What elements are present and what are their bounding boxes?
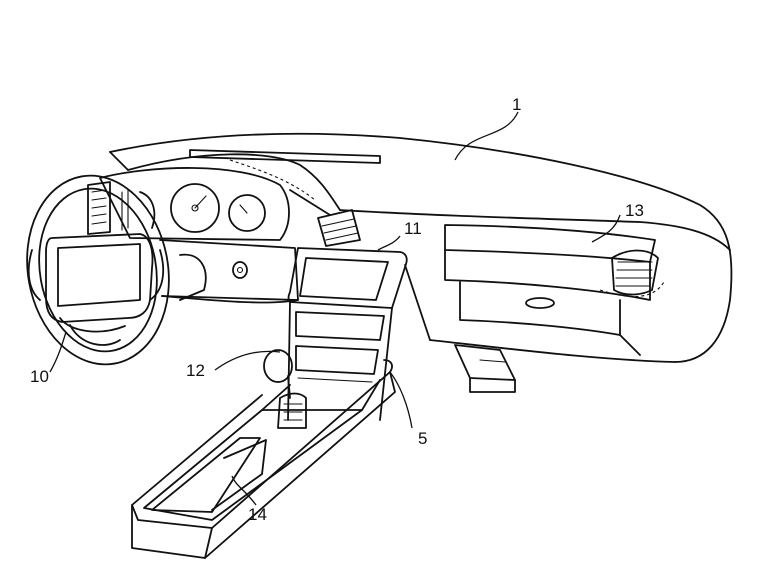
ref-numeral-dashboard: 1 (512, 95, 521, 114)
center-stack (287, 247, 408, 421)
console-tray-outline (151, 437, 261, 513)
lower-dash-panel (159, 239, 299, 304)
shift-boot (277, 392, 307, 429)
dash-bracket (454, 344, 516, 393)
center-air-vent (317, 209, 361, 247)
dashboard-body (109, 132, 733, 363)
right-air-vent (599, 249, 666, 298)
display-screen (299, 257, 389, 301)
reference-numerals: 1 5 10 11 12 13 14 (30, 95, 644, 524)
ref-numeral-transmission-tunnel: 5 (418, 429, 427, 448)
steering-wheel (26, 174, 170, 366)
tachometer-gauge (228, 194, 266, 232)
leader-lines (49, 111, 621, 506)
ref-numeral-console-tray: 14 (248, 505, 267, 524)
instrument-cluster (99, 167, 290, 241)
speedometer-gauge (170, 183, 220, 233)
gear-knob (263, 349, 293, 383)
right-dash-panel (404, 224, 676, 363)
center-console (131, 349, 396, 559)
ref-numeral-display-unit: 11 (404, 219, 422, 238)
left-air-vent (87, 181, 111, 235)
ref-numeral-gear-lever: 12 (186, 361, 205, 380)
ref-numeral-glove-box-lid: 13 (625, 201, 644, 220)
ref-numeral-steering-wheel: 10 (30, 367, 49, 386)
